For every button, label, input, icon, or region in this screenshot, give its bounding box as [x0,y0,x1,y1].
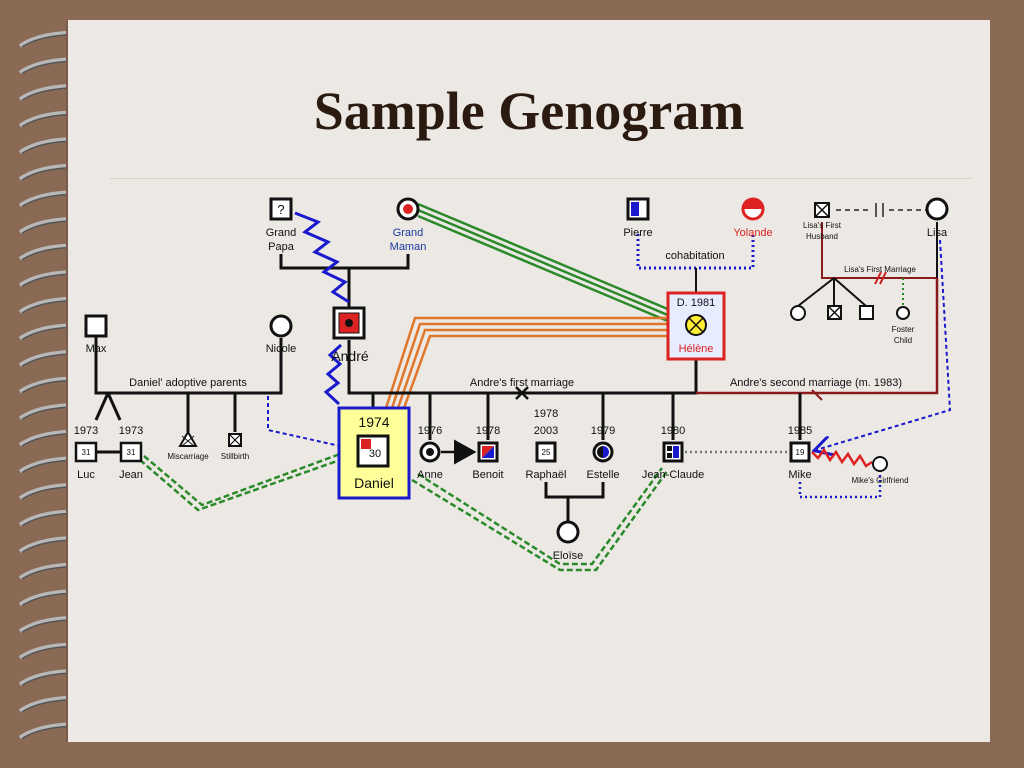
helene-label: Hélène [679,343,714,355]
yolande-label: Yolande [733,227,772,239]
max-label: Max [86,343,107,355]
jean-claude-node [662,441,684,463]
nicole-label: Nicole [266,343,297,355]
stillbirth-node [228,433,242,447]
foster-child-node [896,306,910,320]
luc-label: Luc [77,469,95,481]
miscarriage-node [178,429,198,447]
lisa-first-husband-label-1: Lisa's First [803,221,842,230]
raphael-node [535,441,557,463]
lisa-child-square [859,305,874,320]
andre-node [332,306,366,340]
daniel-label: Daniel [354,475,394,491]
andre-second-marriage-line [696,278,939,395]
lisa-first-marriage-line [797,203,938,307]
anne-node [419,441,441,463]
eloise-node [556,520,580,544]
luc-age: 31 [82,448,91,457]
raphael-age: 25 [542,448,551,457]
raphael-extra-year: 1978 [534,408,558,420]
estelle-label: Estelle [586,469,619,481]
grand-papa-label-2: Papa [268,241,295,253]
jean-label: Jean [119,469,143,481]
andre-label: André [331,348,369,364]
adoptive-parents-line [94,336,283,432]
green-dashed-links [139,452,670,572]
jean-year: 1973 [119,425,143,437]
max-node [84,314,108,338]
yolande-node [741,197,765,221]
stillbirth-label: Stillbirth [221,452,249,461]
estelle-node [592,441,614,463]
pierre-node [626,197,650,221]
helene-note: D. 1981 [677,297,716,309]
benoit-year: 1978 [476,425,500,437]
benoit-label: Benoit [472,469,503,481]
estelle-year: 1979 [591,425,615,437]
raphael-year: 2003 [534,425,558,437]
mikes-girlfriend-label: Mike's Girlfriend [851,476,908,485]
lisa-node [925,197,949,221]
cohabitation-label: cohabitation [665,250,724,262]
adoptive-parents-label: Daniel' adoptive parents [129,377,247,389]
title-divider [110,178,972,179]
second-marriage-separation-mark [811,389,823,401]
conflict-zigzag-grandpapa-andre [294,211,350,304]
raphael-estelle-couple-line [544,482,605,499]
grand-maman-label-2: Maman [390,241,427,253]
grand-papa-label-1: Grand [266,227,297,239]
luc-year: 1973 [74,425,98,437]
benoit-node [477,441,499,463]
mike-dating-line [798,472,882,499]
luc-node [74,441,98,463]
miscarriage-label: Miscarriage [167,452,209,461]
lisa-label: Lisa [927,227,948,239]
hostile-link-mike-girlfriend [811,447,873,468]
anne-year: 1976 [418,425,442,437]
lisa-first-husband-label-2: Husband [806,232,838,241]
lisa-first-husband-node [814,202,830,218]
mike-age: 19 [796,448,805,457]
lisa-child-deceased [827,305,842,320]
slide-title: Sample Genogram [313,81,745,141]
mike-label: Mike [788,469,811,481]
lisa-child-circle [790,305,806,321]
adoption-link-nicole-daniel [267,396,341,447]
jean-age: 31 [127,448,136,457]
grand-papa-node: ? [269,197,293,221]
jean-node [119,441,143,463]
divorce-mark [515,386,529,400]
pierre-label: Pierre [623,227,652,239]
grand-maman-label-1: Grand [393,227,424,239]
lisa-mike-link [816,239,952,450]
emotional-link-grandmaman-helene [417,202,671,324]
foster-child-label-2: Child [894,336,912,345]
lisas-first-marriage-label: Lisa's First Marriage [844,265,916,274]
conflict-zigzag-andre-daniel [323,343,343,406]
svg-text:?: ? [277,202,284,217]
daniel-year: 1974 [358,414,389,430]
andre-second-marriage-label: Andre's second marriage (m. 1983) [730,377,902,389]
mikes-girlfriend-node [872,456,888,472]
slide [68,20,990,742]
jean-claude-label: Jean-Claude [642,469,704,481]
foster-child-label-1: Foster [892,325,915,334]
raphael-label: Raphaël [526,469,567,481]
mike-node [789,441,811,463]
daniel-age: 30 [369,448,381,460]
nicole-node [269,314,293,338]
anne-label: Anne [417,469,443,481]
fused-link-andre-helene [384,316,670,409]
helene-node [666,291,726,361]
grand-maman-node [396,197,420,221]
mike-year: 1985 [788,425,812,437]
eloise-label: Eloïse [553,550,584,562]
daniel-node [337,406,411,500]
jean-claude-year: 1980 [661,425,685,437]
andre-first-marriage-label: Andre's first marriage [470,377,574,389]
